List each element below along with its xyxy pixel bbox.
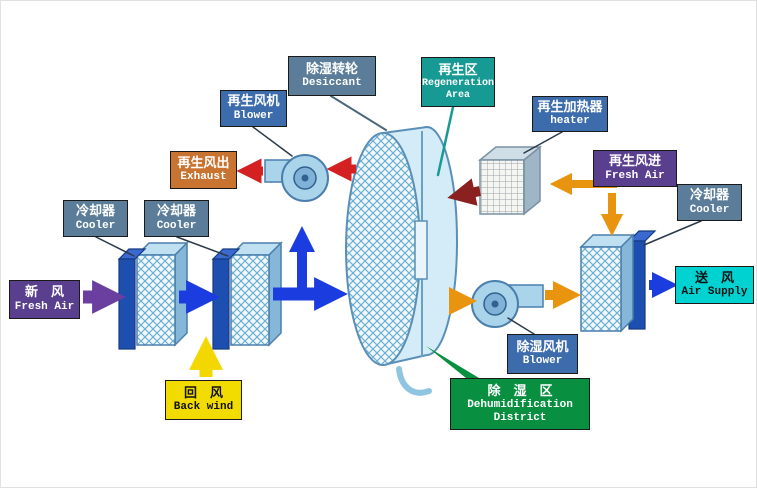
label-zh: 新 风 [24,285,64,301]
label-en: Fresh Air [14,300,75,313]
label-en: Dehumidification District [467,399,580,424]
cooler2-label: 冷却器 Cooler [144,200,209,237]
connector-line-cooler2 [176,236,229,257]
label-en: Cooler [156,219,197,232]
label-zh: 送 风 [694,270,734,286]
cooler-unit-2 [211,241,283,350]
label-en: heater [550,115,590,128]
label-en: Regeneration Area [422,78,501,101]
label-en: Blower [233,109,274,122]
regen-fresh-air-label: 再生风进 Fresh Air [593,150,677,187]
regen-blower-label: 再生风机 Blower [220,90,287,127]
label-en: Back wind [173,401,234,414]
label-zh: 除 湿 区 [487,383,553,399]
regeneration-area-label: 再生区 Regeneration Area [421,57,495,107]
connector-line-desiccant [330,95,387,131]
connector-line-cooler1 [95,236,135,257]
label-en: Air Supply [681,286,748,299]
connector-line-cooler-right [643,220,702,246]
air-supply-label: 送 风 Air Supply [675,266,754,304]
label-zh: 回 风 [183,385,223,401]
label-zh: 冷却器 [75,204,115,220]
label-zh: 再生风出 [177,155,230,171]
supply-cooler-unit [579,230,657,333]
connector-line-regen-heater [523,131,563,154]
dehum-blower-label: 除湿风机 Blower [507,334,578,374]
cooler-unit-1 [117,241,189,350]
wheel-front-face [345,132,421,366]
label-en: Blower [522,355,563,368]
label-zh: 除湿风机 [516,339,569,355]
connector-wedge-dehum-district [426,346,479,378]
flow-arrows [83,156,678,377]
label-en: Fresh Air [605,169,665,182]
connector-line-regen-area [436,105,455,177]
fresh-air-label: 新 风 Fresh Air [9,280,80,319]
label-zh: 冷却器 [156,204,196,220]
label-zh: 再生加热器 [537,99,603,115]
label-zh: 再生风进 [608,154,661,170]
label-zh: 除湿转轮 [305,61,358,77]
connector-line-dehum-blower [507,317,535,335]
connector-lines [95,95,702,378]
desiccant-wheel-label: 除湿转轮 Desiccant [288,56,376,96]
label-zh: 冷却器 [689,188,729,204]
regen-heater-unit [477,145,543,216]
back-wind-label: 回 风 Back wind [165,380,242,420]
label-zh: 再生风机 [227,94,280,110]
wheel-hub [414,220,428,280]
regen-blower-fan [264,154,329,202]
cooler1-label: 冷却器 Cooler [63,200,128,237]
connector-line-regen-blower [252,126,293,157]
label-en: Desiccant [302,77,362,90]
wheel-rotation-arrow [396,366,432,396]
label-en: Cooler [689,203,730,216]
exhaust-label: 再生风出 Exhaust [170,151,237,189]
label-en: Exhaust [180,171,227,184]
dehum-district-label: 除 湿 区 Dehumidification District [450,378,590,430]
desiccant-wheel [345,126,458,396]
flow-arrow-heater-to-wheel [447,178,482,206]
regen-heater-label: 再生加热器 heater [532,96,608,132]
label-zh: 再生区 [438,62,478,78]
supply-blower-fan [471,280,544,328]
cooler-right-label: 冷却器 Cooler [677,184,742,221]
label-en: Cooler [75,219,116,232]
